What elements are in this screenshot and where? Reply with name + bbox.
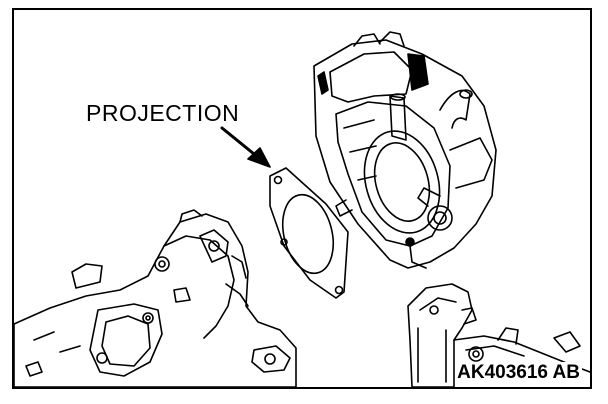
mounting-bracket [407,283,590,387]
throttle-body-gasket [269,167,349,299]
intake-manifold [14,209,297,387]
throttle-body [313,31,497,269]
figure-code: AK403616 AB [455,362,582,383]
projection-label: PROJECTION [86,100,240,126]
exploded-view-drawing [14,31,590,387]
projection-arrow [220,126,271,168]
illustration-frame: PROJECTION AK403616 AB [12,8,592,389]
